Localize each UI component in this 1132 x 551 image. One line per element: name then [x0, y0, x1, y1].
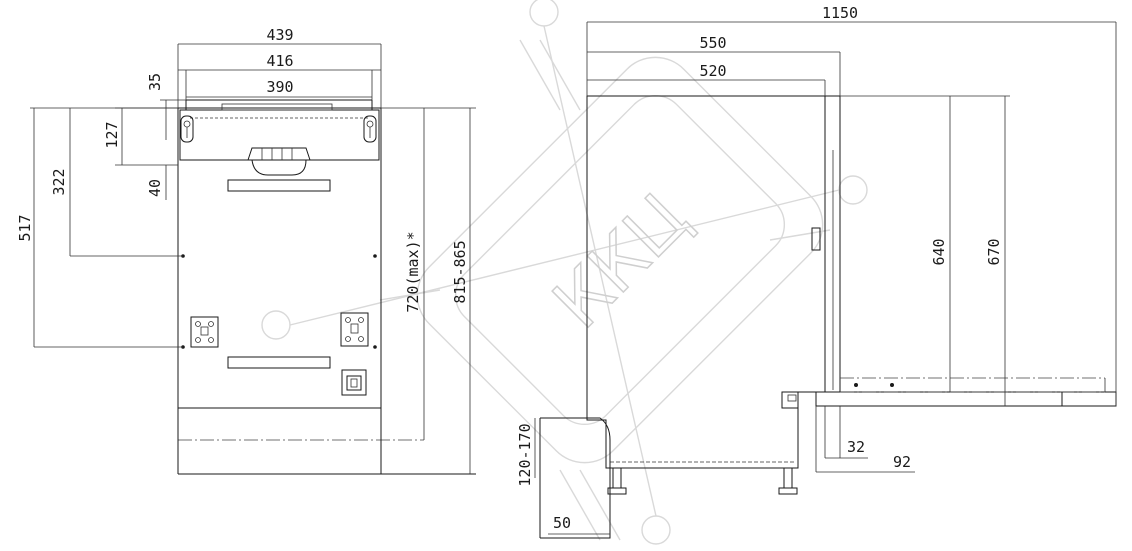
dim-520-label: 520 — [699, 62, 726, 80]
lower-slot — [227, 356, 331, 369]
dim-390-label: 390 — [266, 78, 293, 96]
door-handle — [247, 147, 311, 176]
dim-50-label: 50 — [553, 514, 571, 532]
dim-32-label: 32 — [847, 438, 865, 456]
dim-127-label: 127 — [103, 121, 121, 148]
watermark-text: ККЦ — [537, 177, 704, 344]
dim-640-label: 640 — [930, 238, 948, 265]
dim-120-170-label: 120-170 — [516, 423, 534, 486]
control-strip — [179, 109, 380, 161]
dim-517-label: 517 — [16, 214, 34, 241]
plinth — [540, 417, 611, 539]
dim-550-label: 550 — [699, 34, 726, 52]
upper-slot — [227, 179, 331, 192]
door-side — [824, 95, 841, 393]
dim-670-label: 670 — [985, 238, 1003, 265]
right-hinge — [363, 115, 377, 143]
dim-1150-label: 1150 — [822, 4, 858, 22]
dim-40-label: 40 — [146, 179, 164, 197]
left-bracket — [190, 316, 219, 348]
watermark: ККЦ — [261, 0, 868, 545]
door-latch — [811, 227, 821, 251]
door-open-projection — [815, 391, 1117, 407]
left-hinge — [180, 115, 194, 143]
foot-rear — [778, 467, 798, 495]
dim-416-label: 416 — [266, 52, 293, 70]
socket-box — [341, 369, 367, 396]
dim-720-label: 720(max)* — [404, 231, 422, 312]
foot-front — [607, 467, 627, 495]
side-view: 1150 550 520 640 670 32 92 120-170 50 — [516, 4, 1117, 539]
dim-92-label: 92 — [893, 453, 911, 471]
dim-815-865-label: 815-865 — [451, 240, 469, 303]
dim-35-label: 35 — [146, 73, 164, 91]
dim-439-label: 439 — [266, 26, 293, 44]
dim-322-label: 322 — [50, 168, 68, 195]
front-view: 439 416 390 35 127 40 322 517 720(max)* … — [16, 26, 476, 475]
right-bracket — [340, 312, 369, 347]
front-panel-outline — [177, 107, 382, 409]
